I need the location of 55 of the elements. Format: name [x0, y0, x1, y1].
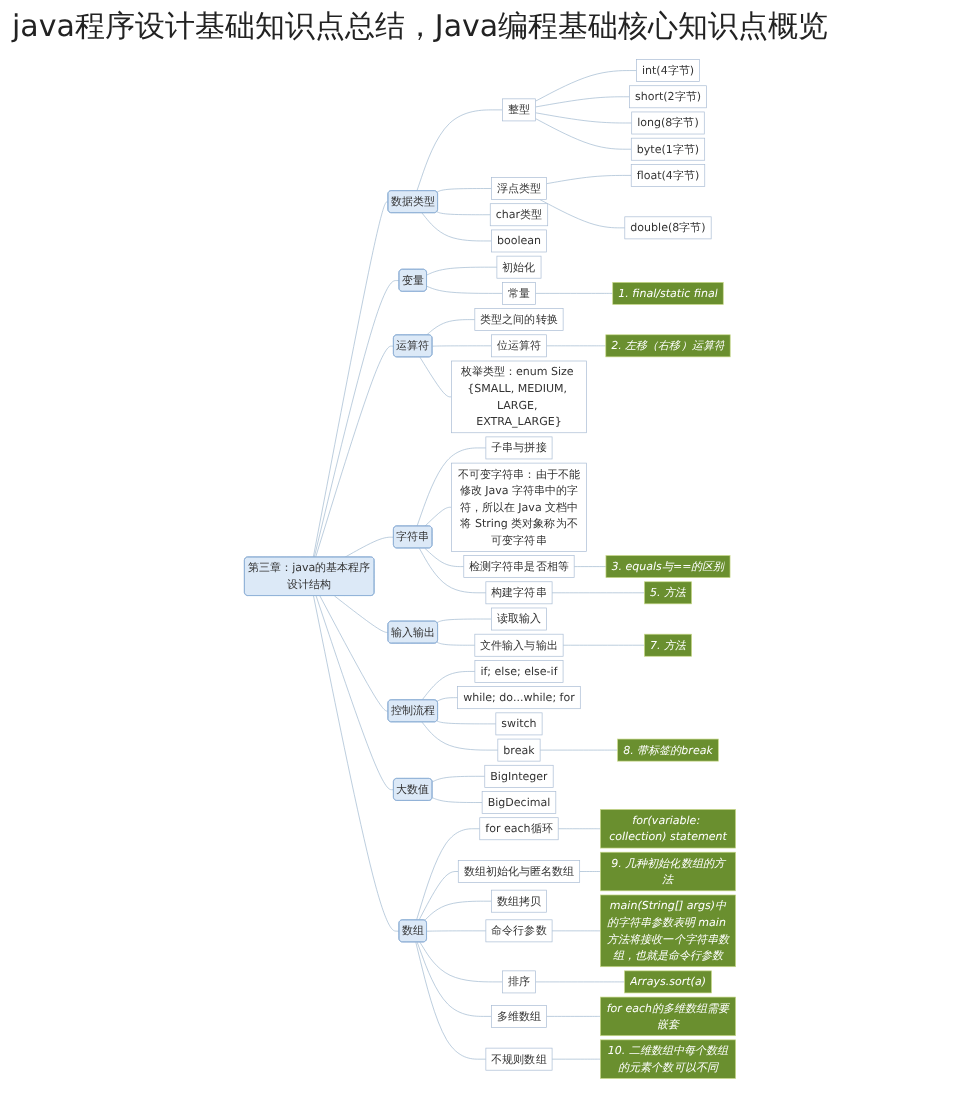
connector: [416, 828, 481, 921]
connector: [419, 547, 487, 594]
connector: [551, 1058, 601, 1060]
connector: [344, 536, 395, 558]
connector: [424, 506, 452, 527]
connector: [539, 199, 626, 229]
connector: [535, 981, 625, 983]
connector: [313, 280, 400, 558]
connector: [535, 96, 630, 108]
connector: [573, 566, 607, 567]
connector: [418, 871, 459, 921]
connector: [535, 118, 632, 150]
connector: [436, 188, 492, 193]
connector: [432, 797, 483, 803]
connector: [419, 356, 452, 398]
connector: [315, 345, 395, 558]
connector: [315, 595, 395, 791]
connector: [424, 900, 492, 921]
connector: [436, 720, 497, 725]
connector: [416, 109, 503, 192]
connector: [426, 930, 487, 932]
connector: [426, 266, 498, 276]
connector: [312, 201, 389, 558]
connector: [416, 447, 487, 527]
connector: [421, 671, 476, 701]
connector: [432, 345, 492, 347]
connector: [436, 697, 458, 702]
connector: [546, 175, 632, 184]
connector: [424, 547, 465, 567]
connector: [535, 70, 637, 102]
connector: [557, 828, 601, 830]
title: java程序设计基础知识点总结，Java编程基础核心知识点概览: [9, 6, 831, 48]
connector: [436, 618, 492, 623]
connector: [421, 721, 499, 751]
connector: [415, 941, 487, 1060]
connector: [421, 212, 492, 242]
connector: [313, 595, 400, 932]
connector: [539, 749, 618, 751]
connector: [319, 595, 389, 712]
connector: [426, 319, 476, 336]
connector: [535, 293, 614, 294]
connector: [432, 775, 486, 783]
connector: [436, 642, 476, 646]
connector: [426, 286, 503, 294]
connector: [551, 930, 601, 932]
connector: [334, 595, 389, 633]
connector: [546, 1016, 601, 1017]
connector: [416, 941, 492, 1017]
connector: [436, 211, 491, 216]
connector: [419, 941, 503, 983]
connector: [546, 345, 607, 347]
connector: [551, 592, 645, 594]
connector: [562, 644, 645, 646]
connector: [579, 871, 601, 872]
connector: [535, 112, 633, 124]
